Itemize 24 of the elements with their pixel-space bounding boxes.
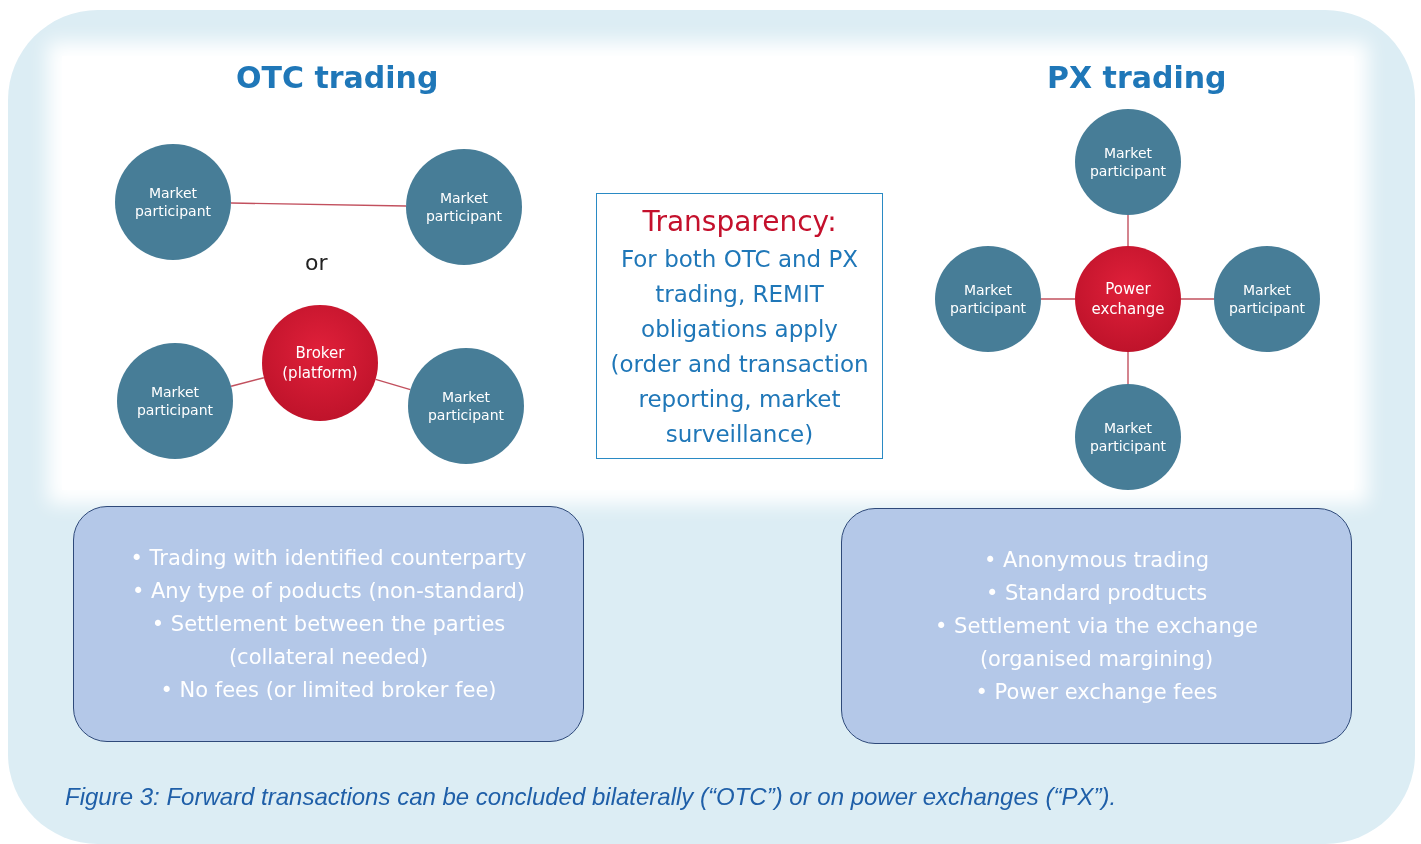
connector-line [374,378,412,391]
connector-line [1127,214,1129,247]
bullet-item: • No fees (or limited broker fee) [159,676,498,704]
bullet-item: • Settlement between the parties (collateral needed) [150,610,507,671]
feature-box [841,508,1352,744]
bullet-item: • Trading with identified counterparty [129,544,528,572]
figure-caption: Figure 3: Forward transactions can be concluded bilaterally (“OTC”) or on power exchanges (“PX”). [65,783,1117,811]
connector-line [1127,351,1129,385]
bullet-item: • Settlement via the exchange (organised margining) [934,612,1259,673]
box-text: For both OTC and PX trading, REMIT obligations apply (order and transaction reporting, market surveillance) [609,245,870,449]
bullet-item: • Standard prodtucts [984,579,1209,607]
box-heading: Transparency: [641,204,838,240]
connector-line [1180,298,1215,300]
section-title: OTC trading [236,60,439,95]
bullet-item: • Power exchange fees [974,678,1219,706]
section-title: PX trading [1047,60,1227,95]
feature-box [73,506,584,742]
connector-word: or [305,250,328,275]
bullet-item: • Any type of poducts (non-standard) [130,577,527,605]
info-box [596,193,883,459]
connector-line [230,377,265,387]
connector-line [230,202,407,207]
connector-line [1040,298,1076,300]
bullet-item: • Anonymous trading [982,546,1211,574]
